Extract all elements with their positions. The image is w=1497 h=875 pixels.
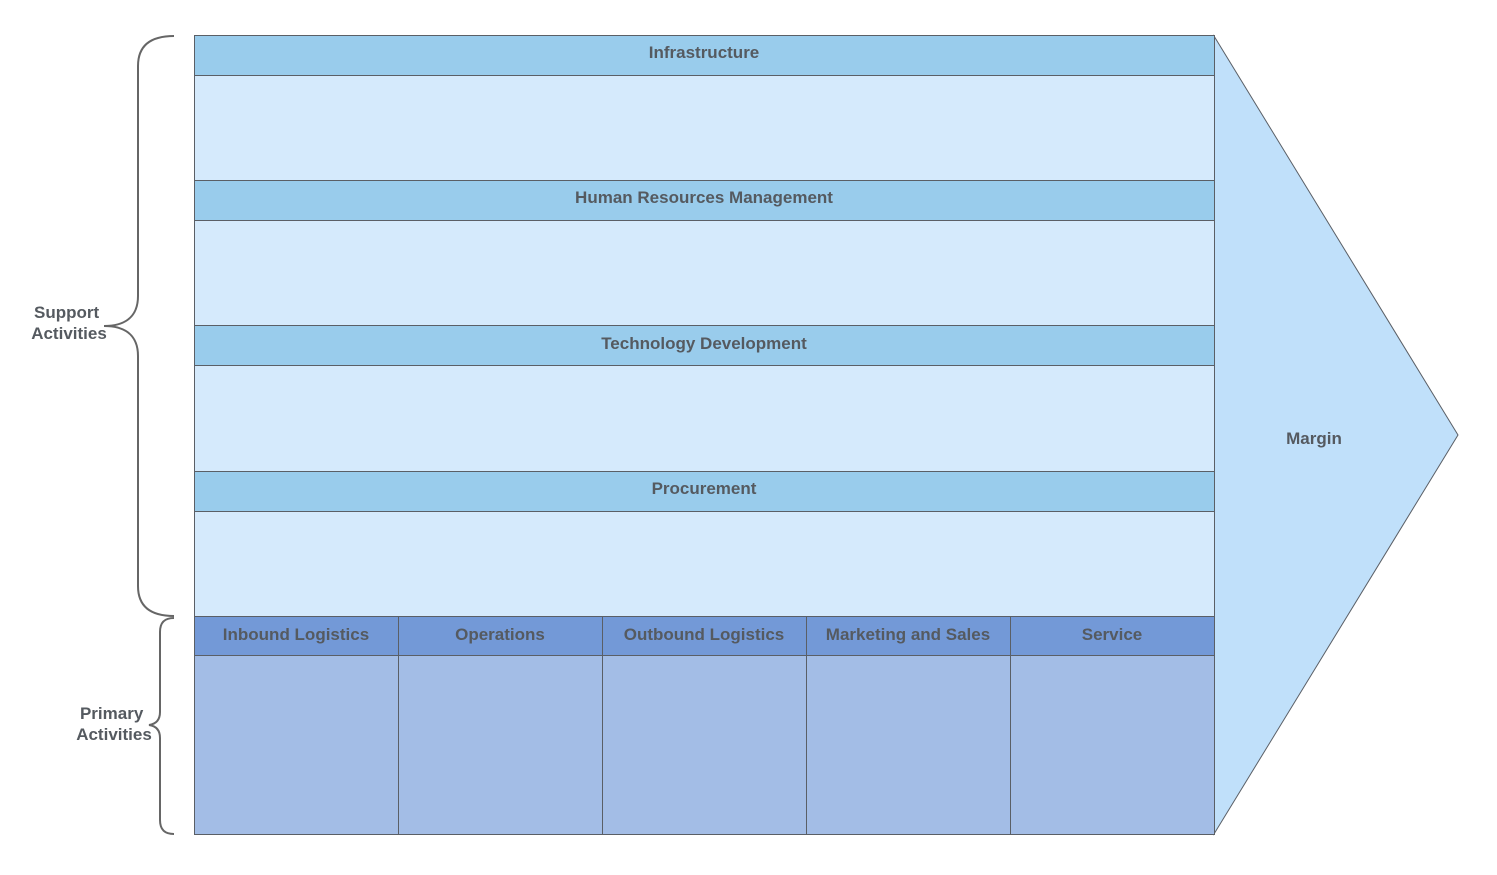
support-row-procurement-header: [194, 471, 1215, 512]
primary-col-inbound-body: [194, 655, 399, 835]
primary-col-marketing-label: Marketing and Sales: [826, 625, 990, 644]
primary-col-outbound-header: [602, 616, 807, 656]
primary-brace: [148, 617, 175, 835]
primary-col-outbound-body: [602, 655, 807, 835]
support-activities: Infrastructure Human Resources Managemen…: [194, 35, 1215, 617]
primary-col-operations-label: Operations: [455, 625, 545, 644]
primary-col-outbound-label: Outbound Logistics: [624, 625, 785, 644]
support-label-line-2: Activities: [31, 324, 107, 343]
primary-col-operations-body: [398, 655, 603, 835]
support-row-technology-label: Technology Development: [601, 334, 807, 353]
margin-label: Margin: [1286, 429, 1342, 448]
support-row-technology-header: [194, 325, 1215, 366]
support-row-hr-label: Human Resources Management: [575, 188, 833, 207]
support-row-technology-body: [194, 365, 1215, 472]
support-row-procurement-label: Procurement: [652, 479, 757, 498]
support-row-infrastructure-label: Infrastructure: [649, 43, 760, 62]
primary-activities-label: Primary Activities: [76, 704, 152, 744]
primary-col-service-body: [1010, 655, 1215, 835]
support-label-line-1: Support: [34, 303, 99, 322]
support-row-hr-header: [194, 180, 1215, 221]
support-row-procurement-body: [194, 511, 1215, 617]
support-activities-label: Support Activities: [31, 303, 107, 343]
support-brace: [103, 35, 175, 617]
primary-label-line-1: Primary: [80, 704, 144, 723]
primary-col-service-label: Service: [1082, 625, 1143, 644]
support-row-infrastructure-header: [194, 35, 1215, 76]
primary-col-marketing-body: [806, 655, 1011, 835]
primary-label-line-2: Activities: [76, 725, 152, 744]
support-row-infrastructure-body: [194, 75, 1215, 181]
primary-activities: Inbound Logistics Operations Outbound Lo…: [194, 616, 1215, 835]
primary-col-inbound-label: Inbound Logistics: [223, 625, 369, 644]
primary-col-operations-header: [398, 616, 603, 656]
support-row-hr-body: [194, 220, 1215, 326]
